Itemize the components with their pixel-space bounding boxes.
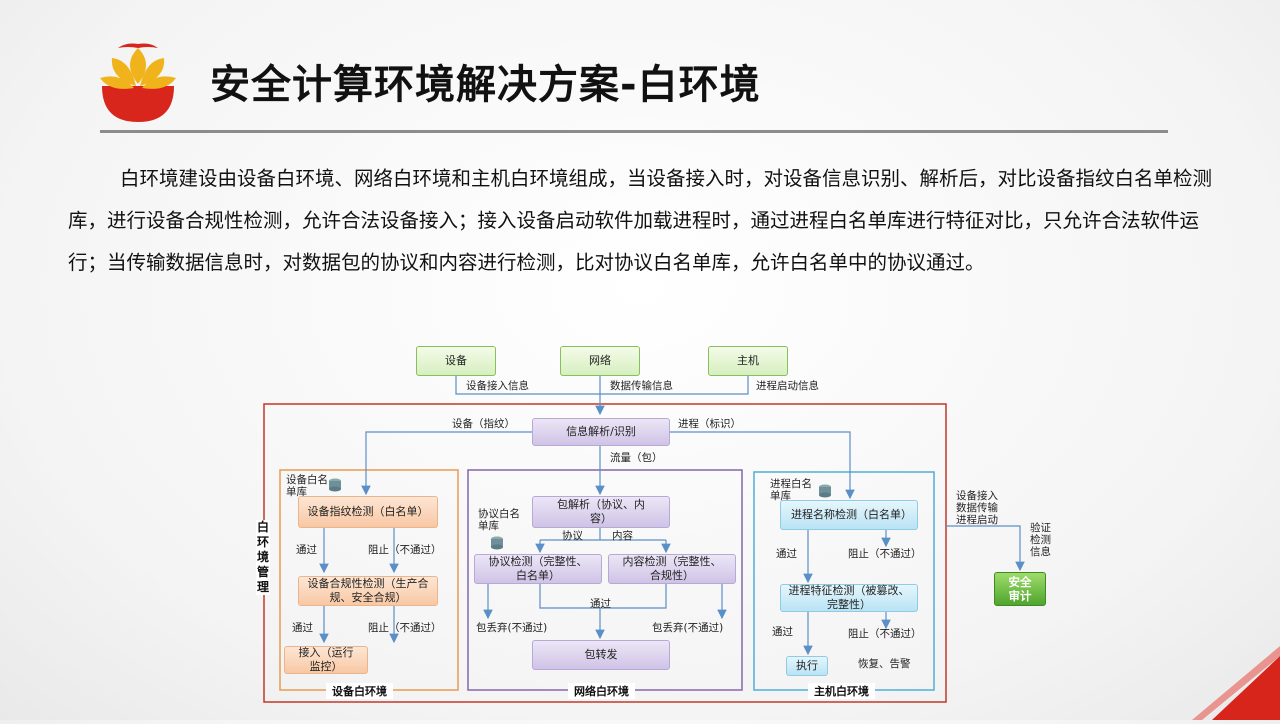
host-pass1-label: 通过 bbox=[776, 548, 797, 560]
host-pass2-label: 通过 bbox=[772, 626, 793, 638]
device-info-label: 设备接入信息 bbox=[466, 380, 529, 392]
packet-parse-node: 包解析（协议、内容） bbox=[532, 496, 670, 528]
device-block2-label: 阻止（不通过） bbox=[368, 622, 442, 634]
page-title: 安全计算环境解决方案-白环境 bbox=[210, 62, 761, 108]
device-fingerprint-label: 设备（指纹） bbox=[452, 418, 515, 430]
title-divider bbox=[100, 130, 1168, 133]
source-device-node: 设备 bbox=[416, 346, 496, 376]
audit-inputs-label: 设备接入数据传输进程启动 bbox=[956, 490, 998, 526]
audit-verify-label: 验证检测信息 bbox=[1030, 522, 1051, 558]
drop-right-label: 包丢弃(不通过) bbox=[652, 622, 724, 634]
protocol-check-node: 协议检测（完整性、白名单） bbox=[474, 554, 602, 584]
device-compliance-check-node: 设备合规性检测（生产合规、安全合规） bbox=[298, 576, 438, 606]
host-block1-label: 阻止（不通过） bbox=[848, 548, 922, 560]
protocol-label: 协议 bbox=[562, 530, 583, 542]
network-pass-label: 通过 bbox=[590, 598, 611, 610]
process-feature-check-node: 进程特征检测（被篡改、完整性） bbox=[780, 584, 918, 612]
intro-paragraph: 白环境建设由设备白环境、网络白环境和主机白环境组成，当设备接入时，对设备信息识别… bbox=[68, 167, 1213, 274]
source-network-node: 网络 bbox=[560, 346, 640, 376]
source-host-node: 主机 bbox=[708, 346, 788, 376]
host-env-title: 主机白环境 bbox=[808, 683, 875, 699]
info-parse-node: 信息解析/识别 bbox=[532, 418, 670, 446]
drop-left-label: 包丢弃(不通过) bbox=[476, 622, 548, 634]
security-audit-node: 安全审计 bbox=[994, 572, 1046, 606]
sunflower-logo-icon bbox=[100, 43, 176, 122]
company-logo bbox=[96, 40, 180, 124]
device-fingerprint-check-node: 设备指纹检测（白名单） bbox=[298, 496, 438, 528]
packet-forward-node: 包转发 bbox=[532, 640, 670, 670]
device-pass1-label: 通过 bbox=[296, 544, 317, 556]
database-icon bbox=[819, 484, 831, 498]
database-icon bbox=[329, 478, 341, 492]
process-id-label: 进程（标识） bbox=[678, 418, 741, 430]
whitelist-management-label: 白环境管理 bbox=[256, 520, 270, 595]
execute-node: 执行 bbox=[786, 656, 828, 676]
network-env-title: 网络白环境 bbox=[568, 683, 635, 699]
data-info-label: 数据传输信息 bbox=[610, 380, 673, 392]
device-whitelist-db-label: 设备白名单库 bbox=[286, 474, 328, 498]
process-info-label: 进程启动信息 bbox=[756, 380, 819, 392]
flow-label: 流量（包） bbox=[610, 452, 663, 464]
restore-alarm-label: 恢复、告警 bbox=[858, 658, 911, 670]
content-label: 内容 bbox=[612, 530, 633, 542]
protocol-whitelist-db-label: 协议白名单库 bbox=[478, 508, 520, 532]
process-whitelist-db-label: 进程白名单库 bbox=[770, 478, 812, 502]
device-env-title: 设备白环境 bbox=[326, 683, 393, 699]
host-block2-label: 阻止（不通过） bbox=[848, 628, 922, 640]
process-name-check-node: 进程名称检测（白名单） bbox=[780, 500, 918, 530]
device-pass2-label: 通过 bbox=[292, 622, 313, 634]
database-icon bbox=[491, 536, 503, 550]
corner-decoration bbox=[1190, 640, 1280, 720]
device-block1-label: 阻止（不通过） bbox=[368, 544, 442, 556]
device-access-node: 接入（运行监控） bbox=[284, 646, 368, 674]
red-corner-triangle-icon bbox=[1192, 646, 1280, 720]
content-check-node: 内容检测（完整性、合规性） bbox=[608, 554, 736, 584]
